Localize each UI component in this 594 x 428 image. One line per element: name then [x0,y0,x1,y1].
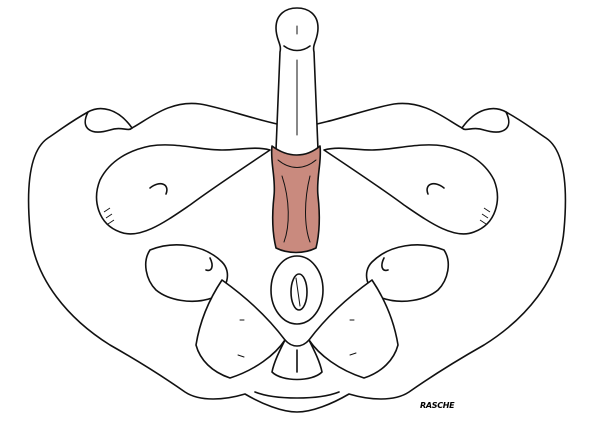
left-iliac-notch [84,111,133,133]
right-iliac-notch [461,111,510,133]
right-pubic-ramus [323,144,499,235]
left-lower-ramus [195,279,286,379]
highlighted-bulb [270,145,322,254]
artist-signature: RASCHE [420,401,455,410]
anal-opening-inner [290,273,308,311]
right-lower-ramus [308,279,399,379]
left-pubic-ramus [95,144,271,235]
